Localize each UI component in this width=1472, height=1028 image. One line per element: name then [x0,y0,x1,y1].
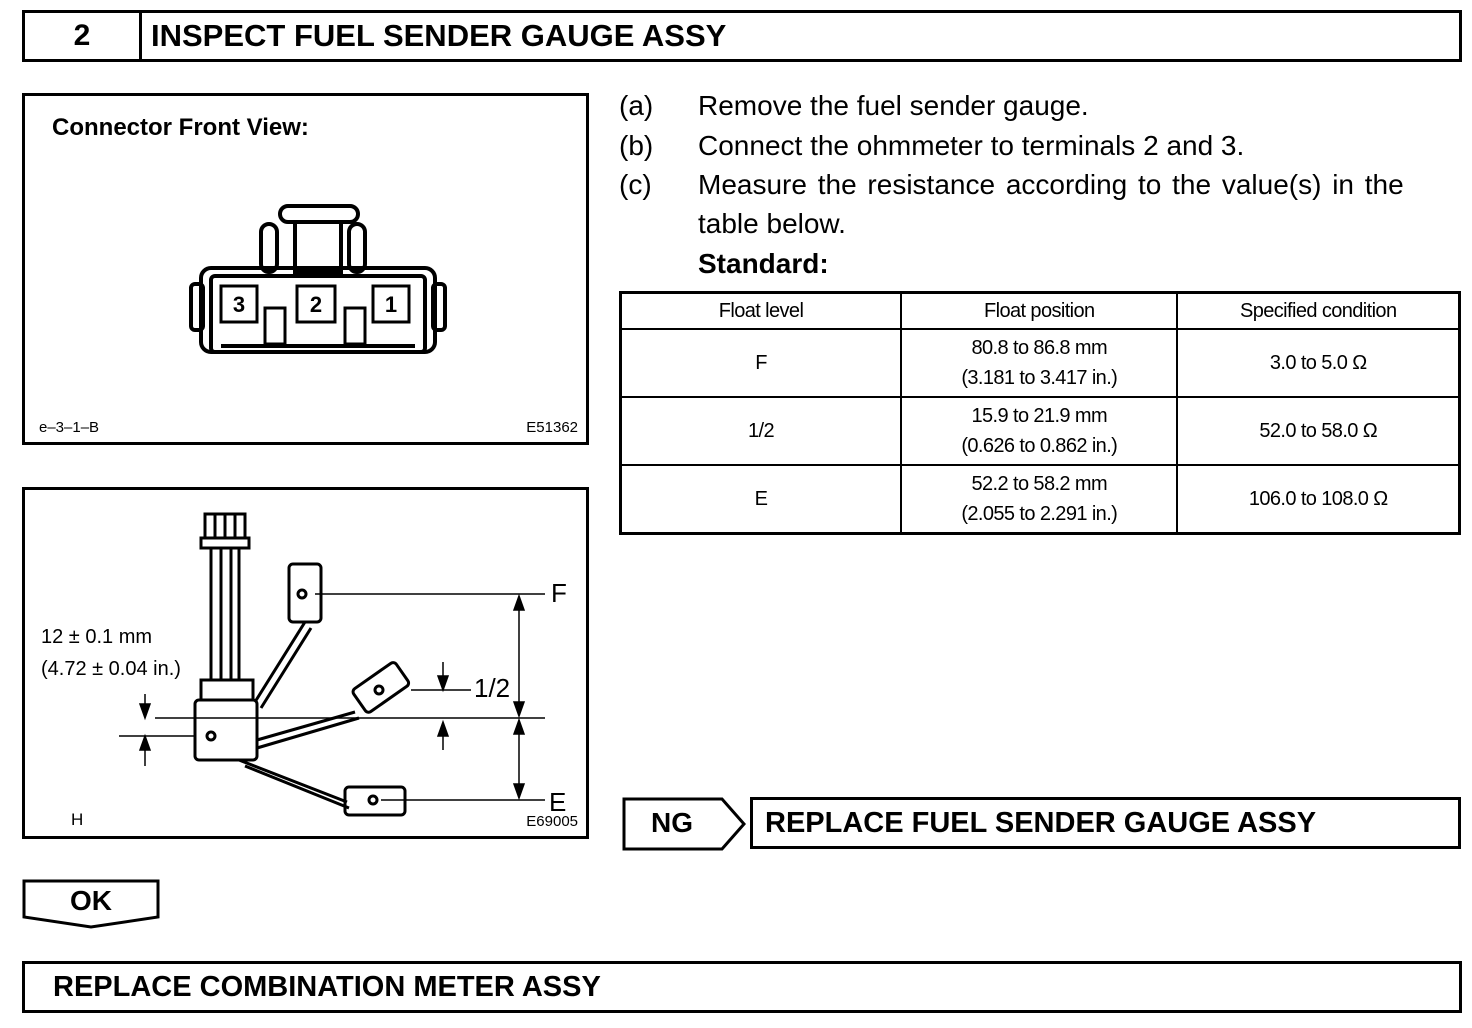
float-position-cell: 52.2 to 58.2 mm (2.055 to 2.291 in.) [900,464,1179,535]
pin-cavity-3 [219,284,259,324]
figure-ref-code: e–3–1–B [39,419,100,436]
connector-front-view-figure: Connector Front View: [22,93,589,445]
step-title: INSPECT FUEL SENDER GAUGE ASSY [151,18,727,53]
condition-cell: 106.0 to 108.0 Ω [1176,464,1461,535]
figure-ref-number: E51362 [526,419,578,436]
table-row: F 80.8 to 86.8 mm (3.181 to 3.417 in.) 3… [619,328,1461,398]
final-result-text: REPLACE COMBINATION METER ASSY [53,970,601,1003]
step-label: (a) [619,90,654,121]
float-label-half: 1/2 [474,673,511,703]
step-text: Connect the ohmmeter to terminals 2 and … [698,130,1245,161]
column-header: Specified condition [1176,291,1461,330]
position-in: (2.055 to 2.291 in.) [961,503,1118,525]
figure-ref-code: H [71,810,84,829]
float-position-cell: 15.9 to 21.9 mm (0.626 to 0.862 in.) [900,396,1179,466]
spec-table: Float level Float position Specified con… [619,291,1461,535]
float-level-cell: E [619,464,903,535]
standard-label: Standard: [698,248,829,279]
table-row: E 52.2 to 58.2 mm (2.055 to 2.291 in.) 1… [619,464,1461,535]
pin-cavity-2 [295,284,337,324]
fuel-sender-diagram [119,512,545,817]
dimension-value-mm: 12 ± 0.1 mm [41,626,153,648]
step-text: Remove the fuel sender gauge. [698,90,1089,121]
float-label-f: F [551,578,567,608]
ng-label: NG [651,807,693,838]
condition-cell: 3.0 to 5.0 Ω [1176,328,1461,398]
position-in: (0.626 to 0.862 in.) [961,435,1118,457]
float-level-cell: 1/2 [619,396,903,466]
position-mm: 80.8 to 86.8 mm [971,337,1108,359]
table-header-row: Float level Float position Specified con… [619,291,1461,330]
pin-label-1: 1 [385,292,397,317]
step-text: Measure the resistance according to the … [698,169,1404,200]
step-text-continued: table below. [698,208,846,239]
position-mm: 15.9 to 21.9 mm [971,405,1108,427]
ok-label: OK [70,885,112,916]
ng-result-text: REPLACE FUEL SENDER GAUGE ASSY [765,806,1317,839]
column-header: Float level [619,291,903,330]
step-header: 2 INSPECT FUEL SENDER GAUGE ASSY [22,10,1462,62]
column-header: Float position [900,291,1179,330]
condition-cell: 52.0 to 58.0 Ω [1176,396,1461,466]
ok-arrow-box [22,879,160,929]
pin-cavity-1 [371,284,411,324]
position-in: (3.181 to 3.417 in.) [961,367,1118,389]
pin-label-3: 3 [233,292,245,317]
step-label: (b) [619,130,654,161]
dimension-value-in: (4.72 ± 0.04 in.) [41,658,181,680]
float-position-cell: 80.8 to 86.8 mm (3.181 to 3.417 in.) [900,328,1179,398]
step-number: 2 [25,13,142,59]
step-label: (c) [619,169,652,200]
position-mm: 52.2 to 58.2 mm [971,473,1108,495]
table-row: 1/2 15.9 to 21.9 mm (0.626 to 0.862 in.)… [619,396,1461,466]
float-level-cell: F [619,328,903,398]
figure-title: Connector Front View: [52,114,309,141]
connector-diagram: 3 2 1 [189,204,447,354]
final-result-box: REPLACE COMBINATION METER ASSY [22,961,1462,1013]
float-position-figure: 12 ± 0.1 mm (4.72 ± 0.04 in.) F 1/2 E H … [22,487,589,839]
figure-ref-number: E69005 [526,813,578,830]
pin-label-2: 2 [310,292,322,317]
float-label-e: E [549,787,567,817]
ng-arrow-box [622,797,746,851]
ng-result-box: REPLACE FUEL SENDER GAUGE ASSY [750,797,1461,849]
